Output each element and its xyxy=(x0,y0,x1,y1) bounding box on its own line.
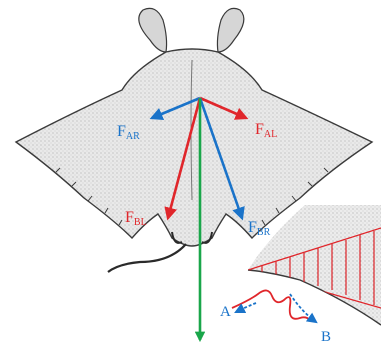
label-f-al-sub: AL xyxy=(264,129,277,140)
label-f-al-main: F xyxy=(255,121,264,138)
wave-motion-path xyxy=(232,290,310,320)
label-f-br-main: F xyxy=(248,219,257,236)
left-cephalic-lobe xyxy=(139,8,167,52)
tail xyxy=(108,244,186,272)
label-f-br-sub: BR xyxy=(257,227,271,238)
right-cephalic-lobe xyxy=(217,8,243,52)
label-f-bl-sub: BL xyxy=(134,217,147,228)
label-f-bl-main: F xyxy=(125,209,134,226)
label-f-ar-sub: AR xyxy=(126,131,140,142)
label-f-ar-main: F xyxy=(117,123,126,140)
point-a-label: A xyxy=(220,304,231,320)
point-b-label: B xyxy=(321,329,331,345)
